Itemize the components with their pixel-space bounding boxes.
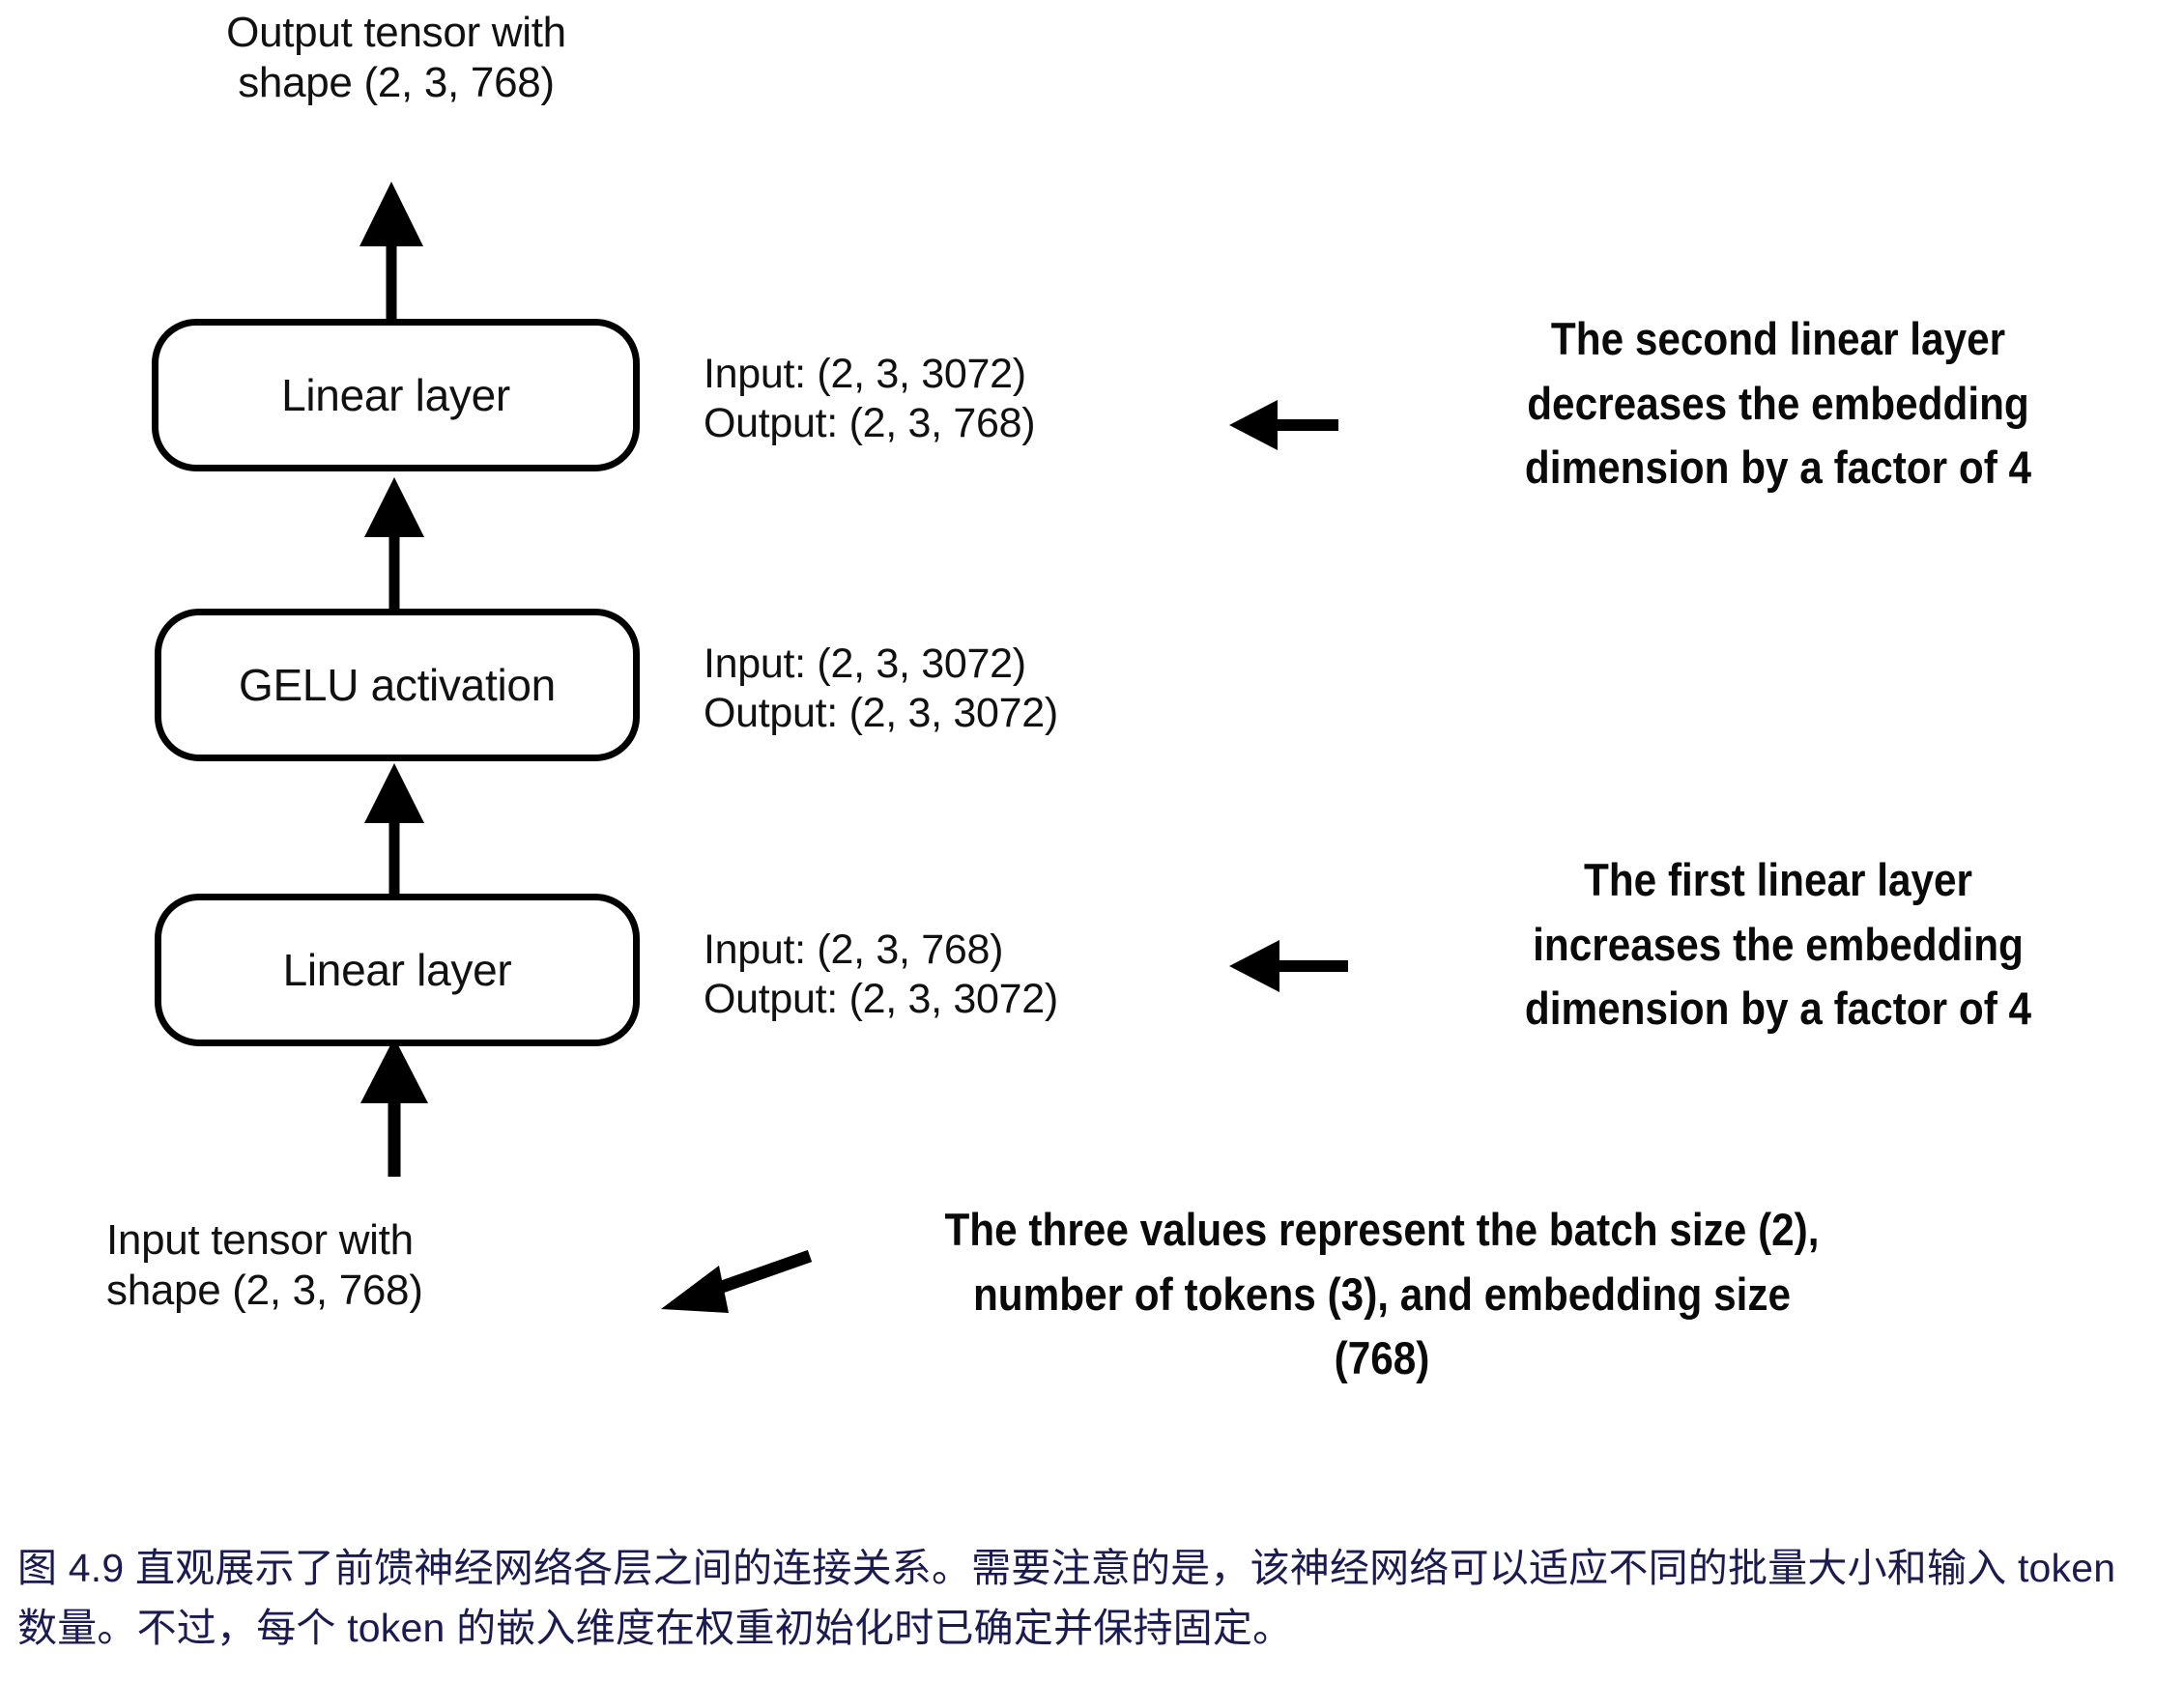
input-tensor-label: Input tensor with shape (2, 3, 768) — [106, 1216, 423, 1314]
io-shapes-first-linear-layer: Input: (2, 3, 768) Output: (2, 3, 3072) — [704, 926, 1058, 1022]
arrow-output-up — [359, 182, 423, 321]
block-first-linear-layer[interactable]: Linear layer — [155, 894, 640, 1046]
annotation-first-linear-layer: The first linear layer increases the emb… — [1524, 854, 2032, 1035]
output-tensor-label: Output tensor with shape (2, 3, 768) — [226, 9, 566, 106]
arrow-gelu-to-second-linear — [364, 477, 424, 609]
block-label-second-linear-layer: Linear layer — [281, 370, 510, 420]
block-gelu-activation[interactable]: GELU activation — [155, 609, 640, 761]
annotation-second-linear-layer: The second linear layer decreases the em… — [1524, 313, 2032, 494]
block-label-gelu-activation: GELU activation — [239, 660, 556, 710]
block-label-first-linear-layer: Linear layer — [282, 945, 512, 995]
arrow-annotation-first-linear — [1229, 940, 1348, 992]
figure-caption: 图 4.9 直观展示了前馈神经网络各层之间的连接关系。需要注意的是，该神经网络可… — [17, 1546, 2116, 1651]
io-shapes-second-linear-layer: Input: (2, 3, 3072) Output: (2, 3, 768) — [704, 351, 1036, 446]
arrow-annotation-shape — [661, 1249, 813, 1313]
arrow-input-to-first-linear — [360, 1038, 428, 1177]
arrow-annotation-second-linear — [1229, 400, 1338, 450]
io-shapes-gelu-activation: Input: (2, 3, 3072) Output: (2, 3, 3072) — [704, 641, 1058, 736]
arrow-first-linear-to-gelu — [364, 763, 424, 894]
block-second-linear-layer[interactable]: Linear layer — [152, 319, 640, 471]
annotation-shape-values: The three values represent the batch siz… — [944, 1204, 1820, 1384]
